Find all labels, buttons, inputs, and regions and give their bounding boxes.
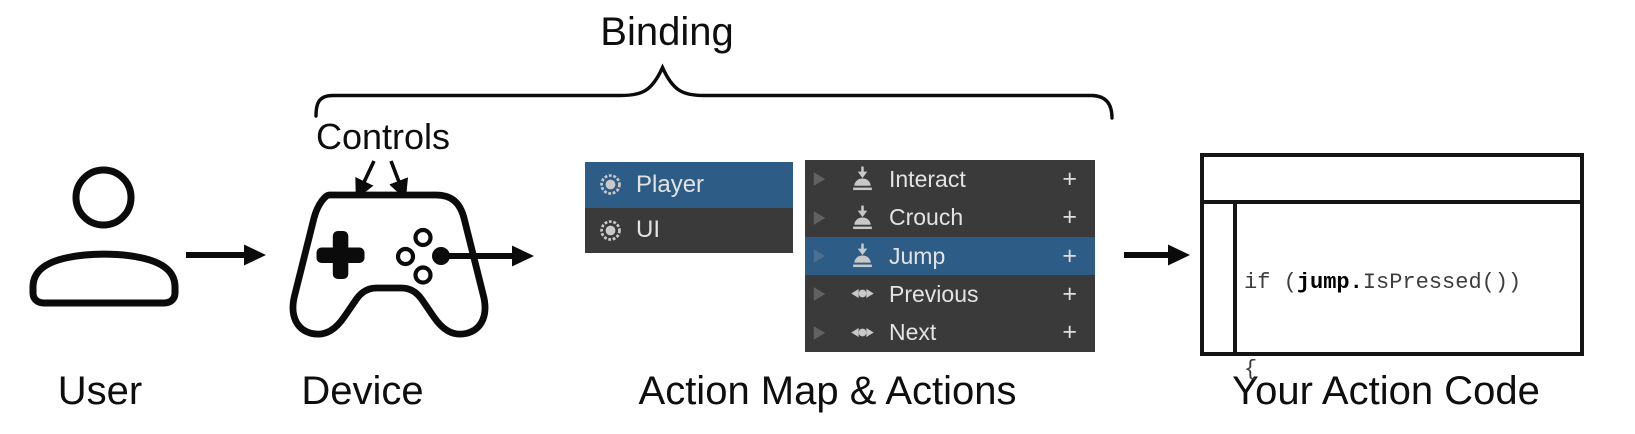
- arrow-device-to-actionmap: [447, 245, 534, 267]
- add-binding-button[interactable]: +: [1062, 318, 1077, 347]
- foldout-arrow-icon[interactable]: [812, 248, 827, 264]
- control-scheme-icon: [598, 218, 623, 243]
- action-map-label: UI: [636, 216, 660, 244]
- arrow-user-to-device: [186, 244, 266, 266]
- action-row-crouch[interactable]: Crouch +: [805, 198, 1095, 237]
- action-map-label: Player: [636, 170, 705, 198]
- face-buttons-icon: [395, 227, 450, 285]
- action-label: Next: [889, 319, 937, 346]
- action-label: Crouch: [889, 204, 964, 231]
- code-line-1: if (jump.IsPressed()): [1244, 270, 1522, 295]
- code-line-2: {: [1244, 357, 1258, 382]
- jump-variable: jump.: [1296, 270, 1363, 295]
- code-editor-window: if (jump.IsPressed()) { // your code }: [1200, 153, 1584, 382]
- binding-label: Binding: [600, 10, 734, 54]
- axis-icon: [848, 320, 876, 346]
- action-maps-panel: Player UI: [585, 162, 793, 253]
- code-editor-titlebar: [1204, 157, 1580, 204]
- stage-label-device: Device: [301, 369, 424, 413]
- stage-label-action-map: Action Map & Actions: [638, 369, 1017, 413]
- action-label: Interact: [889, 165, 966, 192]
- controls-label: Controls: [315, 116, 451, 157]
- action-row-jump[interactable]: Jump +: [805, 236, 1095, 276]
- action-map-row-ui[interactable]: UI: [585, 207, 793, 253]
- controls-pointer-arrows: [355, 160, 409, 200]
- add-binding-button[interactable]: +: [1062, 203, 1077, 232]
- foldout-arrow-icon[interactable]: [812, 286, 827, 302]
- add-binding-button[interactable]: +: [1062, 279, 1077, 308]
- action-row-next[interactable]: Next +: [805, 313, 1095, 353]
- gamepad-icon: [289, 191, 489, 338]
- foldout-arrow-icon[interactable]: [812, 210, 827, 226]
- add-binding-button[interactable]: +: [1062, 241, 1077, 270]
- code-editor-body: if (jump.IsPressed()) { // your code }: [1204, 204, 1580, 382]
- foldout-arrow-icon[interactable]: [812, 171, 827, 187]
- actions-panel: Interact + Crouch + Jump + Previous + Ne…: [805, 160, 1095, 353]
- dpad-icon: [316, 231, 365, 279]
- action-map-row-player[interactable]: Player: [585, 162, 793, 208]
- axis-icon: [848, 281, 876, 307]
- action-label: Jump: [889, 242, 946, 269]
- action-row-previous[interactable]: Previous +: [805, 275, 1095, 314]
- button-press-icon: [848, 243, 876, 269]
- user-icon: [29, 166, 179, 307]
- action-row-interact[interactable]: Interact +: [805, 160, 1095, 199]
- binding-brace: [314, 63, 1114, 120]
- stage-label-user: User: [57, 369, 143, 413]
- foldout-arrow-icon[interactable]: [812, 325, 827, 341]
- code-editor-gutter: [1204, 204, 1237, 352]
- add-binding-button[interactable]: +: [1062, 164, 1077, 193]
- control-scheme-icon: [598, 172, 623, 197]
- action-label: Previous: [889, 280, 979, 307]
- code-snippet: if (jump.IsPressed()) { // your code }: [1244, 210, 1521, 434]
- stage-label-action-code: Your Action Code: [1232, 369, 1540, 413]
- button-press-icon: [848, 166, 876, 192]
- arrow-actions-to-code: [1124, 244, 1190, 266]
- button-press-icon: [848, 205, 876, 231]
